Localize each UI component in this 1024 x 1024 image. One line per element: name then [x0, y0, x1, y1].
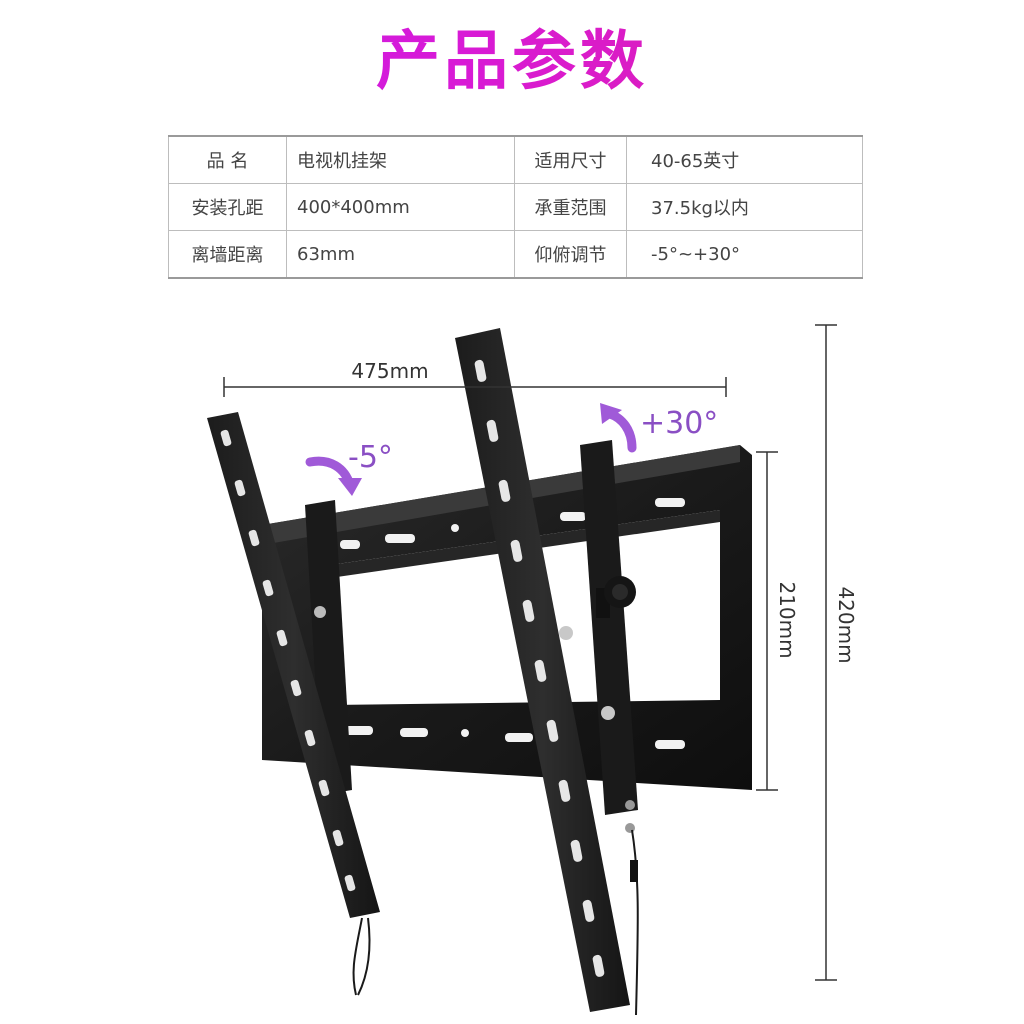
- page-title: 产品参数: [0, 22, 1024, 102]
- tilt-down-label: -5°: [348, 440, 393, 475]
- spec-value: 40-65英寸: [626, 135, 863, 184]
- spec-value: 63mm: [286, 230, 515, 279]
- plate-height-dimension: [756, 451, 778, 791]
- pull-cords: [352, 829, 639, 1016]
- spec-label: 安装孔距: [168, 183, 287, 231]
- right-tilt-bracket: [559, 440, 638, 833]
- tv-mount-product-image: 475mm 210mm 420mm -5° +30°: [207, 324, 858, 1016]
- tilt-down-arrow-icon: [305, 456, 362, 496]
- tilt-up-label: +30°: [640, 406, 718, 441]
- spec-value: 电视机挂架: [286, 135, 515, 184]
- width-label: 475mm: [351, 359, 428, 383]
- total-height-dimension: [815, 324, 837, 981]
- spec-row: 品 名 电视机挂架 适用尺寸 40-65英寸: [168, 135, 863, 184]
- spec-row: 离墙距离 63mm 仰俯调节 -5°~+30°: [168, 230, 863, 279]
- spec-label: 离墙距离: [168, 230, 287, 279]
- tilt-up-arrow-icon: [600, 403, 637, 453]
- width-dimension: [223, 377, 727, 397]
- tilt-knob: [596, 576, 636, 618]
- spec-table: 品 名 电视机挂架 适用尺寸 40-65英寸 安装孔距 400*400mm 承重…: [168, 135, 863, 279]
- spec-value: -5°~+30°: [626, 230, 863, 279]
- left-arm: [207, 412, 380, 918]
- spec-label: 仰俯调节: [514, 230, 627, 279]
- right-arm: [455, 328, 630, 1012]
- spec-value: 400*400mm: [286, 183, 515, 231]
- plate-height-label: 210mm: [775, 581, 799, 658]
- left-tilt-bracket: [305, 500, 352, 795]
- spec-label: 适用尺寸: [514, 135, 627, 184]
- spec-row: 安装孔距 400*400mm 承重范围 37.5kg以内: [168, 183, 863, 231]
- spec-value: 37.5kg以内: [626, 183, 863, 231]
- spec-label: 品 名: [168, 135, 287, 184]
- total-height-label: 420mm: [834, 586, 858, 663]
- spec-label: 承重范围: [514, 183, 627, 231]
